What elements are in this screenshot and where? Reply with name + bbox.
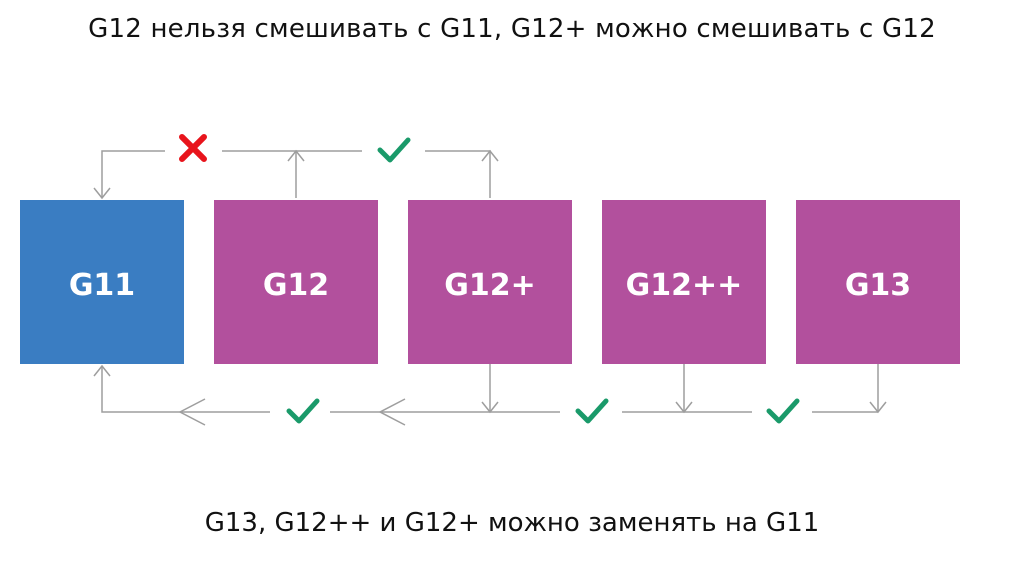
box-g13-label: G13 — [845, 268, 911, 303]
arrowhead-down-g11 — [93, 187, 111, 200]
top-connectors — [93, 149, 499, 200]
bottom-connectors — [93, 364, 887, 426]
check-icon — [377, 137, 411, 163]
check-icon — [286, 398, 320, 424]
box-g12: G12 — [214, 200, 378, 364]
box-g12-label: G12 — [263, 268, 329, 303]
arrowhead-top-g12plus — [481, 149, 499, 162]
bottom-caption: G13, G12++ и G12+ можно заменять на G11 — [204, 508, 820, 538]
box-g11-label: G11 — [69, 268, 135, 303]
box-g12plusplus: G12++ — [602, 200, 766, 364]
cross-icon — [179, 134, 207, 162]
top-caption: G12 нельзя смешивать с G11, G12+ можно с… — [88, 14, 936, 44]
box-g12plusplus-label: G12++ — [626, 268, 743, 303]
return-line — [101, 366, 878, 413]
box-g13: G13 — [796, 200, 960, 364]
box-g12plus-label: G12+ — [444, 268, 536, 303]
check-icon — [575, 398, 609, 424]
check-icon — [766, 398, 800, 424]
arrowhead-up-g11 — [93, 364, 111, 377]
box-g11: G11 — [20, 200, 184, 364]
box-g12plus: G12+ — [408, 200, 572, 364]
